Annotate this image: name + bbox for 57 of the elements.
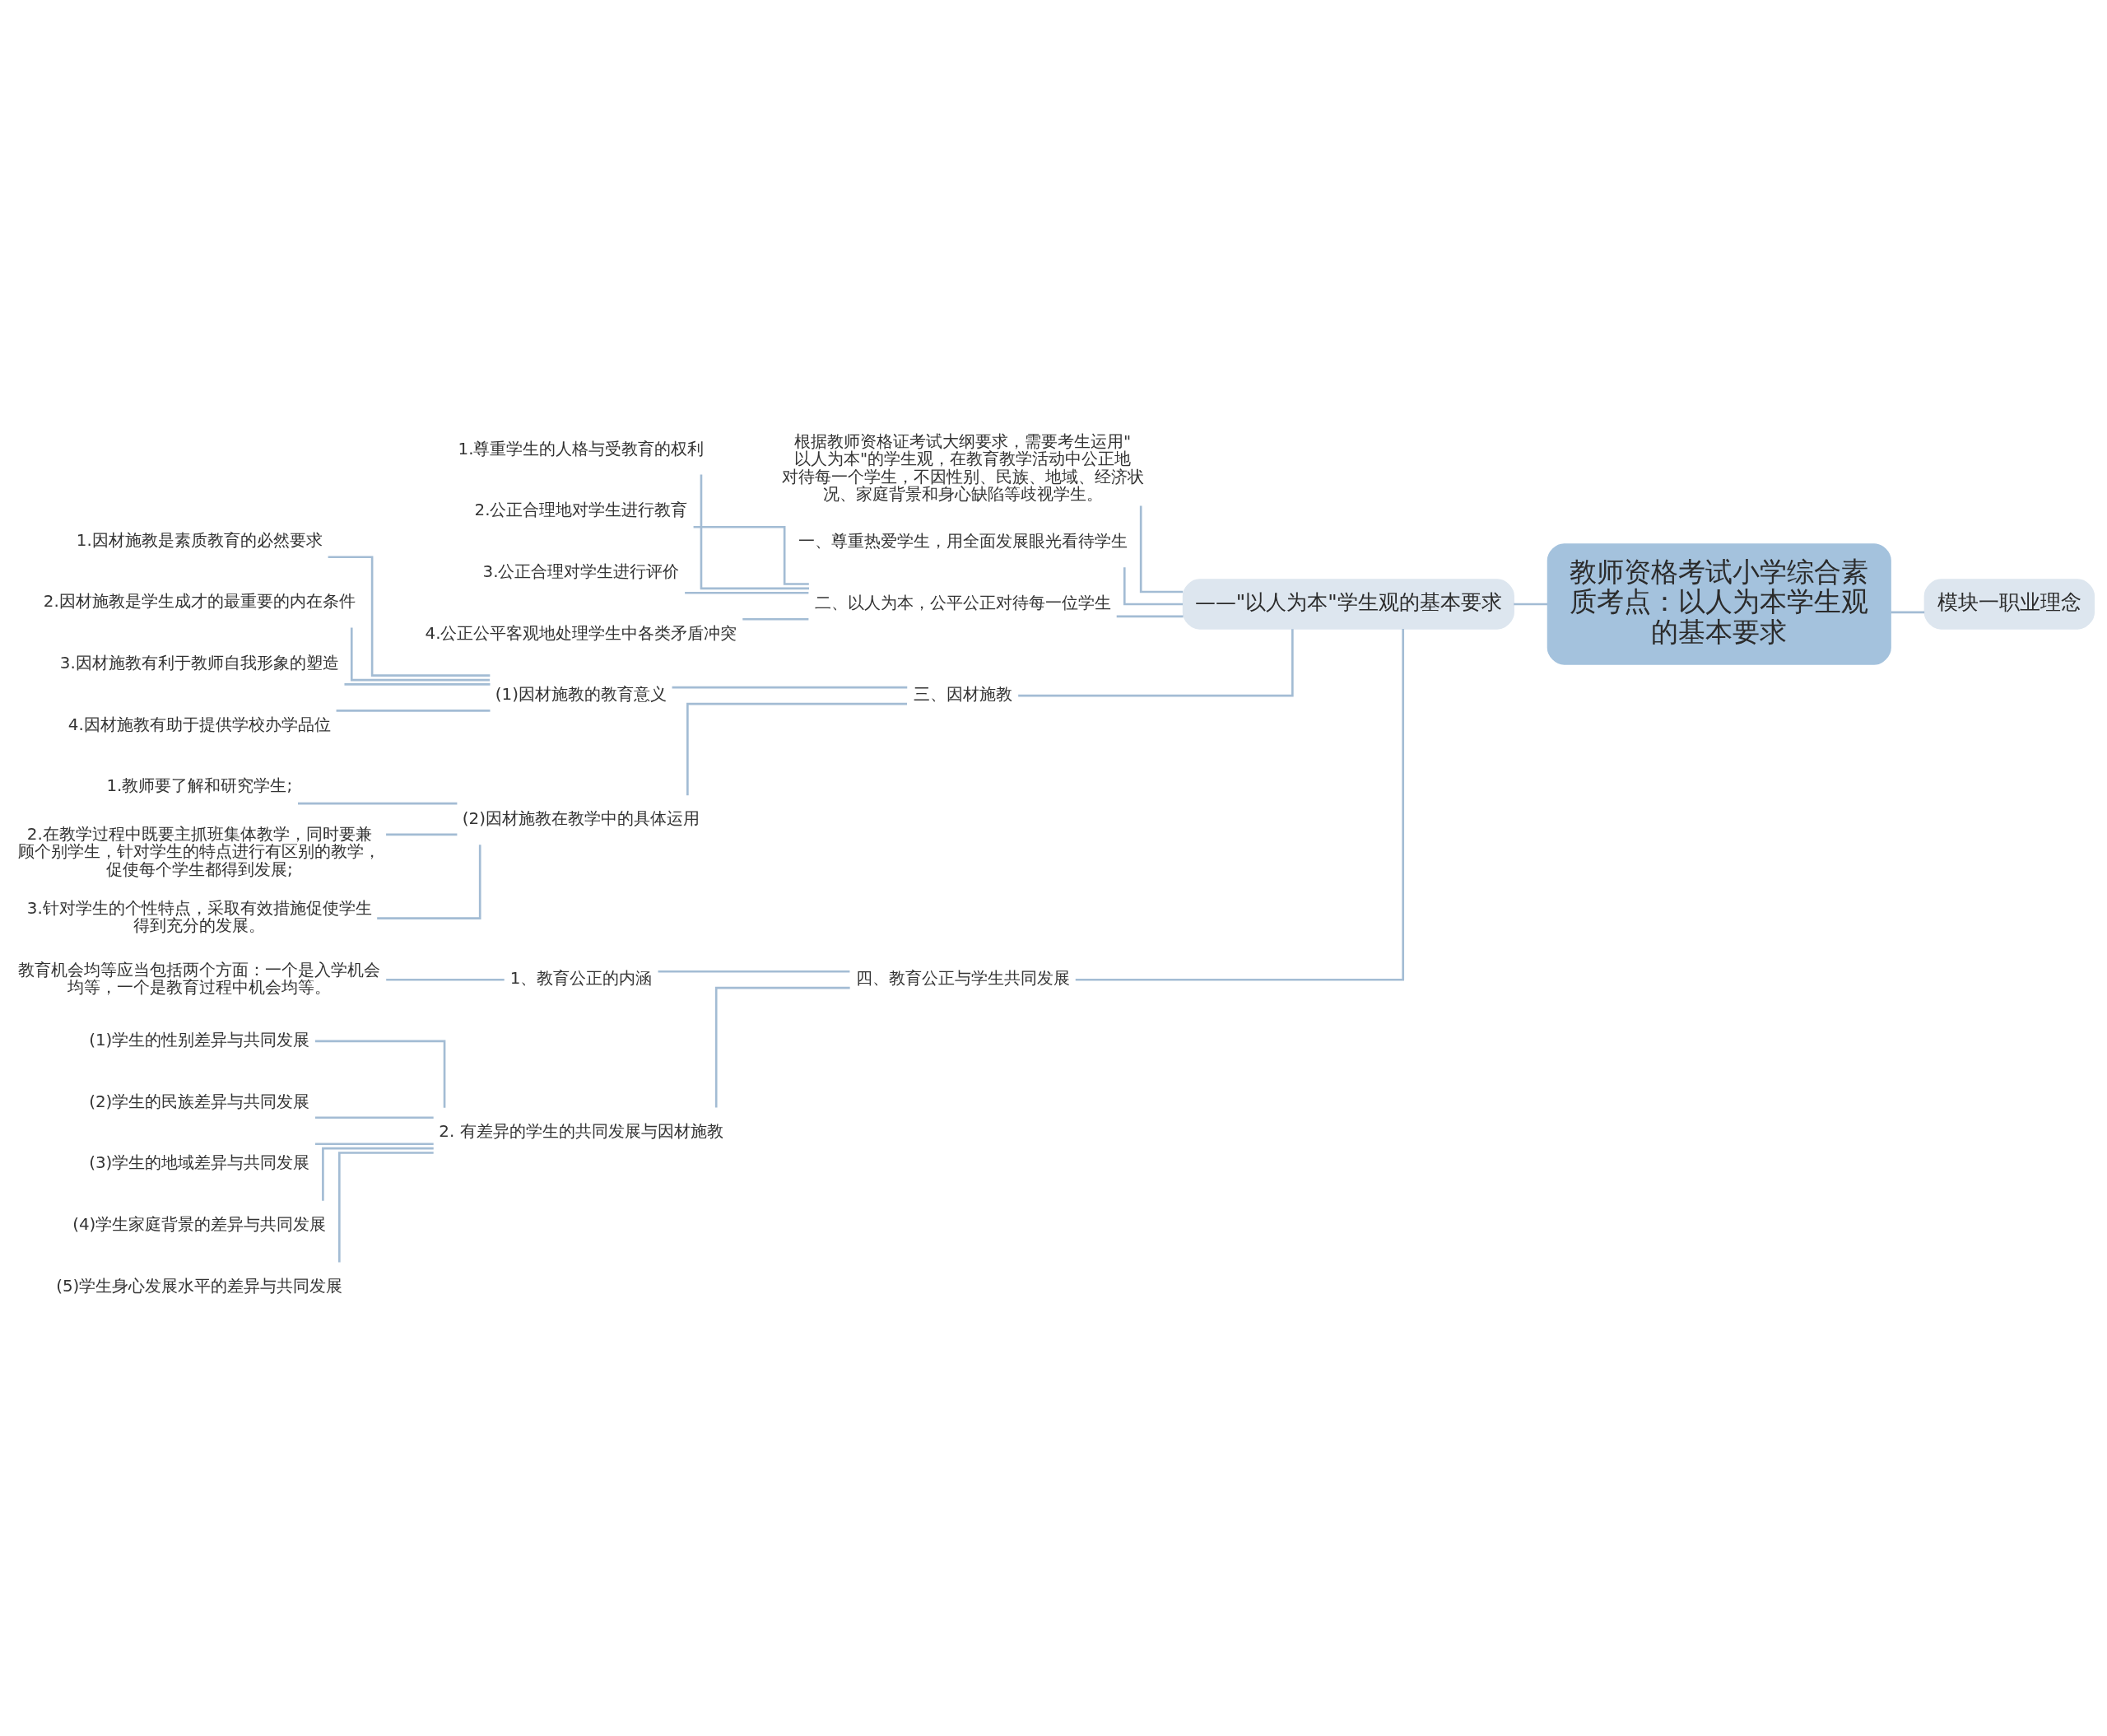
connector (314, 1142, 434, 1145)
node-text: 二、以人为本，公平公正对待每一位学生 (814, 593, 1111, 612)
connector (1018, 628, 1294, 696)
node-text: (4)学生家庭背景的差异与共同发展 (72, 1214, 327, 1234)
connector (322, 1147, 434, 1201)
connector (1891, 611, 1925, 613)
node-text: (3)学生的地域差异与共同发展 (89, 1152, 310, 1172)
node-text: (2)学生的民族差异与共同发展 (89, 1091, 310, 1111)
node-text: 四、教育公正与学生共同发展 (855, 968, 1070, 988)
connector (350, 627, 490, 681)
node-text: 3.公正合理对学生进行评价 (482, 561, 680, 581)
connector (742, 617, 809, 621)
node-text: 根据教师资格证考试大纲要求，需要考生运用"以人为本"的学生观，在教育教学活动中公正地对待每一个学生，不因性别、民族、地域、经济状况、家庭背景和身心缺陷等歧视学生。 (781, 431, 1144, 504)
node-text: 2.因材施教是学生成才的最重要的内在条件 (43, 591, 356, 611)
connector (314, 1040, 446, 1108)
node-text: 2. 有差异的学生的共同发展与因材施教 (439, 1121, 723, 1141)
node-box: ——"以人为本"学生观的基本要求 (1182, 578, 1514, 630)
connector (298, 802, 458, 804)
connector (314, 1115, 434, 1119)
node-text: (2)因材施教在教学中的具体运用 (462, 808, 700, 828)
node-text: 教育机会均等应当包括两个方面：一个是入学机会均等，一个是教育过程中机会均等。 (18, 960, 381, 997)
connector (338, 1151, 434, 1263)
connector (386, 978, 505, 981)
node-text: 三、因材施教 (913, 684, 1012, 704)
node-text: (1)学生的性别差异与共同发展 (89, 1030, 310, 1050)
connector (700, 474, 810, 589)
node-text: 1、教育公正的内涵 (509, 968, 653, 988)
connector (714, 986, 850, 1107)
node-text: (5)学生身心发展水平的差异与共同发展 (56, 1276, 343, 1296)
node-text: 2.公正合理地对学生进行教育 (474, 500, 688, 519)
node-text: 1.因材施教是素质教育的必然要求 (76, 530, 323, 550)
node-text: 4.因材施教有助于提供学校办学品位 (67, 714, 331, 734)
connector (1075, 628, 1405, 981)
node-text: 3.因材施教有利于教师自我形象的塑造 (59, 653, 339, 673)
node-text: (1)因材施教的教育意义 (495, 684, 667, 704)
connector (344, 682, 491, 686)
connector (1116, 615, 1184, 617)
node-text: 一、尊重热爱学生，用全面发展眼光看待学生 (798, 531, 1128, 551)
node-text: 4.公正公平客观地处理学生中各类矛盾冲突 (425, 623, 737, 643)
node-text: 1.教师要了解和研究学生; (106, 775, 293, 795)
connector (685, 591, 809, 594)
node-box: 教师资格考试小学综合素质考点：以人为本学生观的基本要求 (1547, 542, 1891, 665)
connector (386, 833, 458, 835)
node-text: 3.针对学生的个性特点，采取有效措施促使学生得到充分的发展。 (26, 898, 372, 935)
connector (1139, 505, 1184, 593)
connector (1514, 603, 1548, 605)
connector (377, 844, 481, 919)
node-text: 1.尊重学生的人格与受教育的权利 (458, 439, 705, 458)
connector (658, 970, 850, 973)
connector (328, 555, 491, 677)
node-box: 模块一职业理念 (1923, 578, 2095, 630)
connector (336, 709, 491, 712)
node-text: 2.在教学过程中既要主抓班集体教学，同时要兼顾个别学生，针对学生的特点进行有区别的教学，促使每个学生都得到发展; (18, 824, 381, 879)
connector (1123, 566, 1184, 605)
connector (693, 525, 809, 585)
connector (686, 702, 907, 795)
connector (672, 686, 908, 688)
